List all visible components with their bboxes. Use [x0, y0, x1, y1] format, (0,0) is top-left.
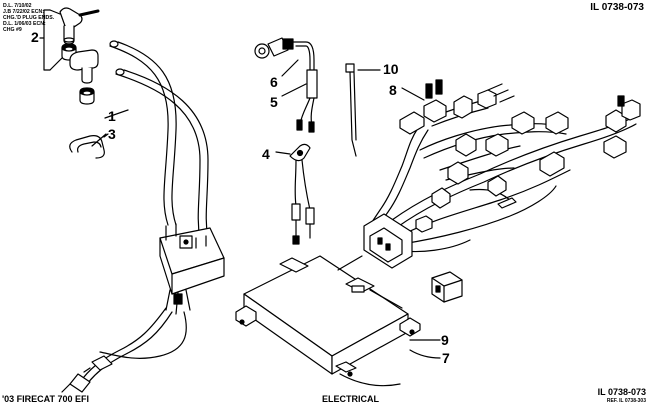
leader-3 [91, 133, 107, 147]
revision-note: CHG.'D PLUG ENDS. [3, 15, 55, 21]
cable-tie [345, 63, 357, 157]
relay [431, 271, 463, 303]
revision-note: CHG #9 [3, 27, 22, 33]
leader-1 [104, 109, 129, 119]
ecu-module [235, 255, 421, 377]
footer-reference: REF. IL 0738-303 [606, 398, 646, 404]
speed-sensor [289, 143, 315, 245]
leader-8 [401, 87, 425, 101]
callout-6: 6 [270, 74, 278, 90]
spark-plug-boot-upper [59, 7, 100, 61]
revision-notes: D.L. 7/10/02 J.B 7/22/02 ECN: CHG.'D PLU… [3, 3, 54, 33]
revision-note: D.L. 7/10/02 [3, 3, 32, 9]
callout-3: 3 [108, 126, 116, 142]
illustration-id: IL 0738-073 [590, 2, 644, 13]
spark-plug-wires [109, 40, 209, 241]
callout-2-bracket [39, 9, 63, 71]
revision-note: J.B 7/22/02 ECN: [3, 9, 44, 15]
ecu-leader-line [369, 289, 403, 309]
leader-6 [281, 59, 299, 77]
spark-plug-boot-lower [69, 49, 99, 105]
callout-10: 10 [383, 61, 399, 77]
leader-4 [275, 151, 291, 155]
wire-clip [69, 133, 109, 159]
callout-4: 4 [262, 146, 270, 162]
ignition-coil [159, 223, 225, 315]
callout-7: 7 [442, 350, 450, 366]
footer-illustration-id: IL 0738-073 [597, 387, 646, 397]
callout-5: 5 [270, 94, 278, 110]
leader-5 [281, 83, 307, 97]
model-name: '03 FIRECAT 700 EFI [2, 394, 89, 404]
callout-9: 9 [441, 332, 449, 348]
revision-note: D.L. 1/06/03 ECN: [3, 21, 46, 27]
wiring-harness [363, 79, 641, 269]
callout-2: 2 [31, 29, 39, 45]
temperature-sensor [254, 37, 318, 133]
ecu-harness-link [337, 255, 363, 271]
section-name: ELECTRICAL [322, 394, 379, 404]
leader-7 [409, 349, 441, 359]
coil-harness-leads [61, 307, 187, 393]
ecu-cable [339, 373, 401, 387]
callout-8: 8 [389, 82, 397, 98]
